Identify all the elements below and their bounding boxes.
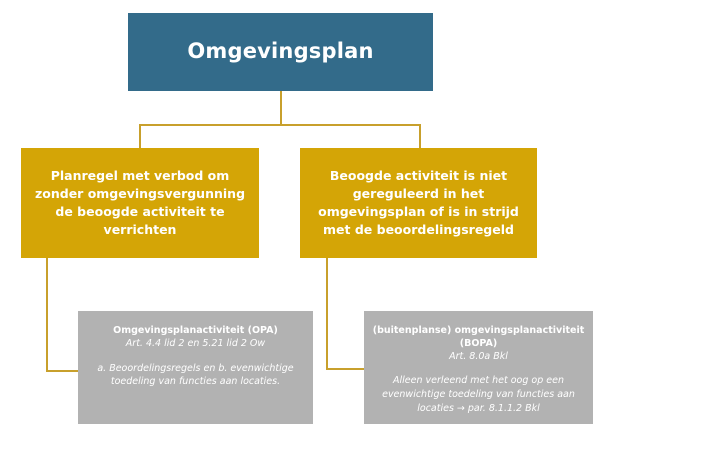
node-omgevingsplan-label: Omgevingsplan	[187, 39, 374, 64]
connector-split-left-leg	[139, 124, 141, 149]
connector-split-right-leg	[419, 124, 421, 149]
connector-right-branch-drop	[326, 258, 328, 370]
node-beoogde-activiteit-niet-gereguleerd: Beoogde activiteit is niet gereguleerd i…	[300, 148, 537, 258]
node-bopa: (buitenplanse) omgevingsplanactiviteit (…	[364, 311, 593, 424]
node-beoogde-activiteit-niet-gereguleerd-label: Beoogde activiteit is niet gereguleerd i…	[318, 167, 519, 238]
connector-split-bar	[139, 124, 421, 126]
node-planregel-verbod: Planregel met verbod om zonder omgevings…	[21, 148, 259, 258]
node-planregel-verbod-label: Planregel met verbod om zonder omgevings…	[34, 167, 246, 238]
connector-right-branch-into-leaf	[326, 368, 365, 370]
node-omgevingsplan: Omgevingsplan	[128, 13, 433, 91]
node-opa-body: a. Beoordelingsregels en b. evenwichtige…	[97, 362, 294, 388]
node-opa-reference: Art. 4.4 lid 2 en 5.21 lid 2 Ow	[125, 337, 266, 349]
connector-left-branch-drop	[46, 258, 48, 372]
node-bopa-body: Alleen verleend met het oog op een evenw…	[382, 375, 575, 414]
node-bopa-heading: (buitenplanse) omgevingsplanactiviteit (…	[372, 325, 585, 349]
node-opa-heading: Omgevingsplanactiviteit (OPA)	[113, 325, 278, 336]
node-bopa-reference: Art. 8.0a Bkl	[449, 350, 508, 362]
node-opa: Omgevingsplanactiviteit (OPA) Art. 4.4 l…	[78, 311, 313, 424]
connector-root-stem	[280, 91, 282, 125]
connector-left-branch-into-leaf	[46, 370, 79, 372]
